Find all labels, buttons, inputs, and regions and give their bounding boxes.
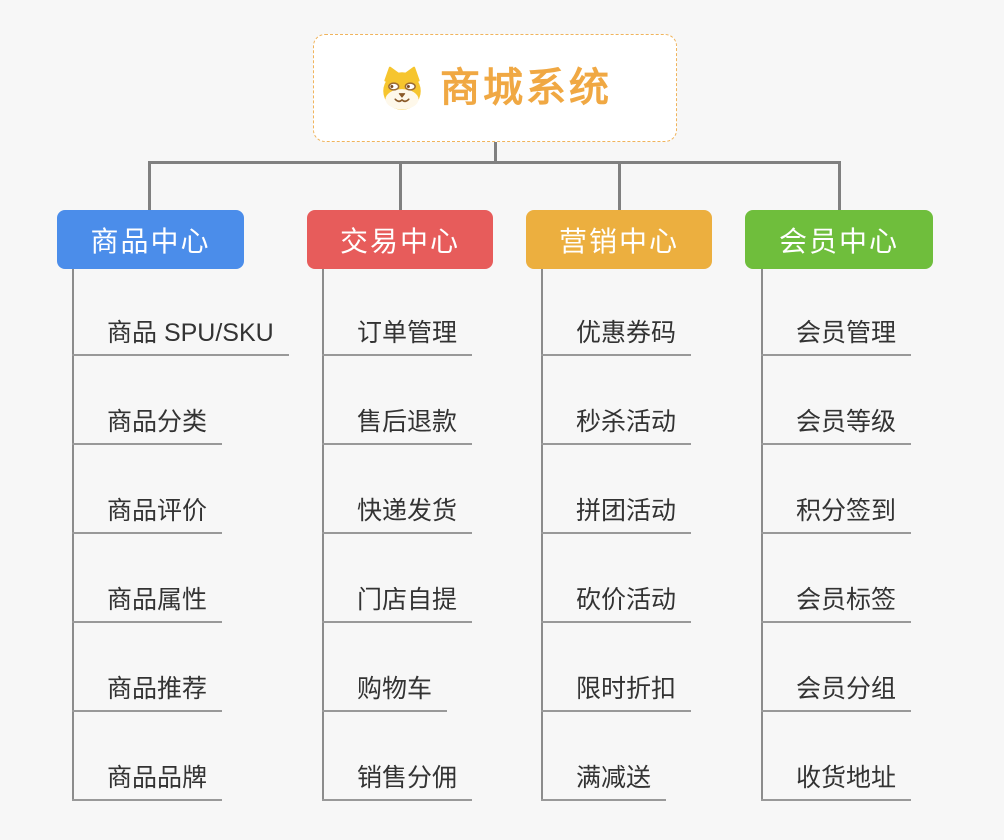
sub-item[interactable]: 会员分组 [761, 676, 912, 712]
sub-item[interactable]: 商品推荐 [72, 676, 223, 712]
connector-branch-stub [399, 161, 402, 210]
sub-item[interactable]: 订单管理 [322, 320, 473, 356]
sub-item[interactable]: 收货地址 [761, 765, 912, 801]
branch-node-3[interactable]: 营销中心 [526, 210, 712, 269]
connector-branch-stub [618, 161, 621, 210]
connector-root-stub [494, 142, 497, 162]
connector-branch-stub [838, 161, 841, 210]
sub-item[interactable]: 商品品牌 [72, 765, 223, 801]
branch-label: 商品中心 [90, 225, 211, 257]
sub-item[interactable]: 门店自提 [322, 587, 473, 623]
sub-item[interactable]: 商品评价 [72, 498, 223, 534]
branch-item-list: 优惠券码秒杀活动拼团活动砍价活动限时折扣满减送 [541, 269, 781, 801]
sub-item[interactable]: 会员等级 [761, 409, 912, 445]
branch-node-2[interactable]: 交易中心 [307, 210, 493, 269]
sub-item[interactable]: 积分签到 [761, 498, 912, 534]
sub-item[interactable]: 优惠券码 [541, 320, 692, 356]
sub-item[interactable]: 商品分类 [72, 409, 223, 445]
sub-item[interactable]: 限时折扣 [541, 676, 692, 712]
branch-item-list: 商品 SPU/SKU 商品分类商品评价商品属性商品推荐商品品牌 [72, 269, 312, 801]
branch-node-4[interactable]: 会员中心 [745, 210, 933, 269]
sub-item[interactable]: 会员标签 [761, 587, 912, 623]
connector-branch-stub [148, 161, 151, 210]
connector-horizontal-line [148, 161, 841, 164]
branch-label: 交易中心 [339, 225, 460, 257]
dog-face-icon [383, 66, 421, 110]
branch-label: 营销中心 [558, 225, 679, 257]
sub-item[interactable]: 秒杀活动 [541, 409, 692, 445]
sub-item[interactable]: 商品 SPU/SKU [72, 320, 289, 356]
sub-item[interactable]: 满减送 [541, 765, 667, 801]
root-node[interactable]: 商城系统 [313, 34, 677, 142]
sub-item[interactable]: 销售分佣 [322, 765, 473, 801]
sub-item[interactable]: 售后退款 [322, 409, 473, 445]
sub-item[interactable]: 砍价活动 [541, 587, 692, 623]
sub-item[interactable]: 商品属性 [72, 587, 223, 623]
sub-item[interactable]: 会员管理 [761, 320, 912, 356]
branch-item-list: 订单管理售后退款快递发货门店自提购物车销售分佣 [322, 269, 562, 801]
sub-item[interactable]: 购物车 [322, 676, 448, 712]
sub-item[interactable]: 拼团活动 [541, 498, 692, 534]
branch-label: 会员中心 [778, 225, 899, 257]
sub-item[interactable]: 快递发货 [322, 498, 473, 534]
branch-node-1[interactable]: 商品中心 [57, 210, 244, 269]
root-title: 商城系统 [440, 66, 612, 110]
branch-item-list: 会员管理会员等级积分签到会员标签会员分组收货地址 [761, 269, 1001, 801]
